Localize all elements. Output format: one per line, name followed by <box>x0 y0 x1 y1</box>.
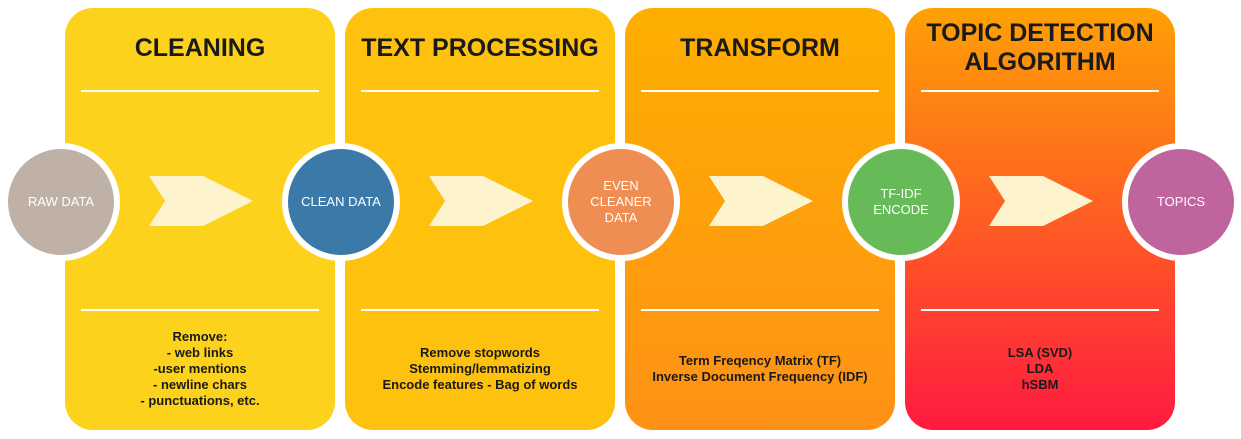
flow-arrow-icon <box>989 176 1093 226</box>
stage-title-topic-detection: TOPIC DETECTION ALGORITHM <box>926 19 1154 76</box>
description-line: LDA <box>1026 361 1054 376</box>
description-line: Remove stopwords <box>420 345 540 360</box>
description-line: - newline chars <box>153 377 247 392</box>
stage-divider-top <box>361 90 599 92</box>
description-line: LSA (SVD) <box>1007 345 1073 360</box>
description-line: Remove: <box>172 329 228 344</box>
node-clean-data: CLEAN DATA <box>282 143 400 261</box>
stage-description-topic-detection: LSA (SVD) LDA hSBM <box>905 314 1175 424</box>
stage-divider-top <box>641 90 879 92</box>
stage-divider-top <box>921 90 1159 92</box>
stage-title-text-processing: TEXT PROCESSING <box>361 33 599 62</box>
stage-description-transform: Term Freqency Matrix (TF) Inverse Docume… <box>625 314 895 424</box>
stage-divider-bottom <box>81 309 319 311</box>
node-topics: TOPICS <box>1122 143 1240 261</box>
node-even-cleaner-data: EVEN CLEANER DATA <box>562 143 680 261</box>
stage-description-text-processing: Remove stopwords Stemming/lemmatizing En… <box>345 314 615 424</box>
description-line: Stemming/lemmatizing <box>409 361 551 376</box>
description-line: Encode features - Bag of words <box>382 377 578 392</box>
node-raw-data: RAW DATA <box>2 143 120 261</box>
description-line: Term Freqency Matrix (TF) <box>678 353 842 368</box>
flow-arrow-icon <box>149 176 253 226</box>
flow-arrow-icon <box>429 176 533 226</box>
stage-divider-bottom <box>361 309 599 311</box>
description-line: - punctuations, etc. <box>140 393 260 408</box>
stage-description-cleaning: Remove: - web links -user mentions - new… <box>65 314 335 424</box>
stage-title-cleaning: CLEANING <box>134 33 266 62</box>
description-line: Inverse Document Frequency (IDF) <box>652 369 868 384</box>
stage-divider-bottom <box>921 309 1159 311</box>
stage-divider-bottom <box>641 309 879 311</box>
node-tf-idf-encode: TF-IDF ENCODE <box>842 143 960 261</box>
description-line: hSBM <box>1021 377 1059 392</box>
description-line: -user mentions <box>153 361 247 376</box>
stage-title-transform: TRANSFORM <box>680 33 840 62</box>
description-line: - web links <box>166 345 234 360</box>
stage-divider-top <box>81 90 319 92</box>
flow-arrow-icon <box>709 176 813 226</box>
